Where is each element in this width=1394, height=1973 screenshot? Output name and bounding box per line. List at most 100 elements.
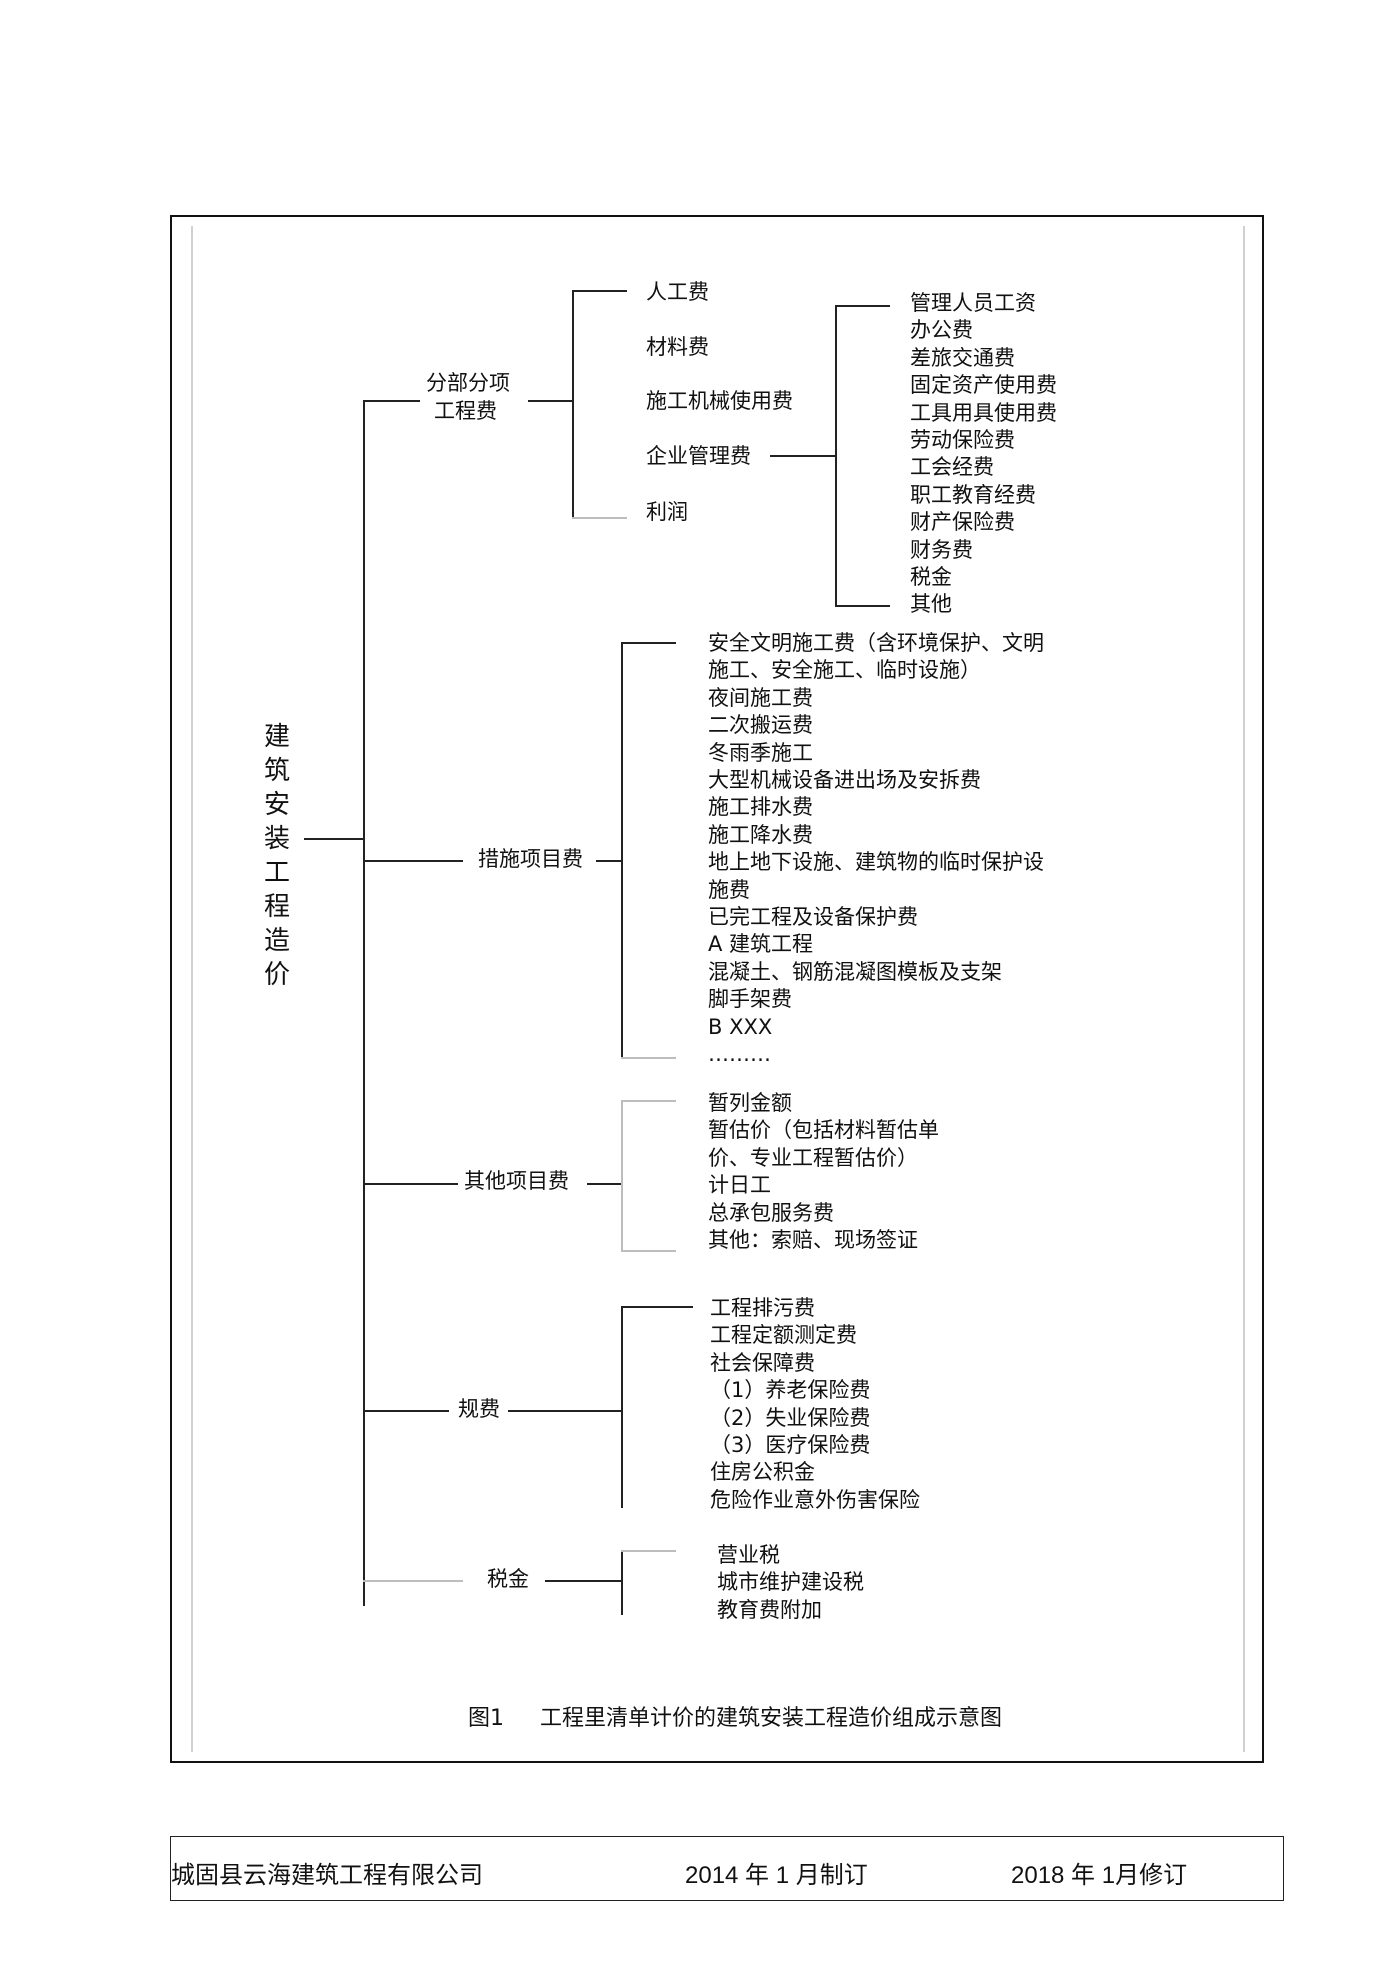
branch1-bottom-tick xyxy=(572,517,627,519)
root-node: 建筑安装工程造价 xyxy=(263,722,290,990)
levy-item: 社会保障费 xyxy=(710,1350,815,1375)
branch5-connector xyxy=(363,1580,463,1582)
mgmt-item: 财产保险费 xyxy=(910,510,1015,535)
main-spine-line xyxy=(363,400,365,1606)
tax-item: 城市维护建设税 xyxy=(717,1570,864,1595)
measure-item: 施工降水费 xyxy=(708,822,813,847)
other-item: 暂估价（包括材料暂估单 xyxy=(708,1118,939,1143)
mgmt-vertical xyxy=(835,305,837,607)
branch1-out-line xyxy=(528,400,572,402)
measure-item: 施工、安全施工、临时设施） xyxy=(708,658,981,683)
branch1-item-management: 企业管理费 xyxy=(646,444,751,468)
branch3-vertical xyxy=(621,1100,623,1252)
measure-item: B XXX xyxy=(708,1014,773,1039)
branch2-connector xyxy=(363,860,463,862)
measure-item: 二次搬运费 xyxy=(708,713,813,738)
figure-caption: 图1 工程里清单计价的建筑安装工程造价组成示意图 xyxy=(468,1700,1038,1732)
other-item: 总承包服务费 xyxy=(708,1200,834,1225)
branch5-top-tick xyxy=(621,1550,676,1552)
measure-item: 已完工程及设备保护费 xyxy=(708,905,918,930)
measure-item: 夜间施工费 xyxy=(708,685,813,710)
footer-revised-date: 2018 年 1月修订 xyxy=(1011,1862,1188,1889)
measure-item: 施费 xyxy=(708,877,750,902)
frame-inner-right-line xyxy=(1243,226,1245,1752)
branch1-vertical xyxy=(572,290,574,519)
branch3-label: 其他项目费 xyxy=(464,1169,569,1193)
branch5-label: 税金 xyxy=(487,1567,529,1591)
measure-item: 施工排水费 xyxy=(708,795,813,820)
levy-item: （1）养老保险费 xyxy=(710,1378,871,1403)
mgmt-item: 其他 xyxy=(910,592,952,617)
measure-item: ……… xyxy=(708,1042,771,1067)
tax-item: 营业税 xyxy=(717,1543,780,1567)
branch1-item-material: 材料费 xyxy=(646,335,709,359)
footer-company: 城固县云海建筑工程有限公司 xyxy=(171,1862,483,1889)
measure-item: 地上地下设施、建筑物的临时保护设 xyxy=(708,850,1044,875)
branch1-label-line1: 分部分项 xyxy=(426,371,510,395)
mgmt-item: 职工教育经费 xyxy=(910,482,1036,507)
branch1-item-machinery: 施工机械使用费 xyxy=(646,389,793,413)
branch2-vertical xyxy=(621,642,623,1059)
branch1-item-labor: 人工费 xyxy=(646,280,709,304)
branch5-vertical xyxy=(621,1550,623,1615)
measure-item: 冬雨季施工 xyxy=(708,740,813,765)
measure-item: A 建筑工程 xyxy=(708,932,814,957)
tax-item: 教育费附加 xyxy=(717,1597,822,1622)
mgmt-item: 工会经费 xyxy=(910,455,994,480)
branch2-label: 措施项目费 xyxy=(478,847,583,871)
branch4-top-tick xyxy=(621,1306,693,1308)
branch2-top-tick xyxy=(621,642,676,644)
figure-frame xyxy=(170,215,1264,1763)
branch1-label-line2: 工程费 xyxy=(434,399,497,423)
measure-item: 大型机械设备进出场及安拆费 xyxy=(708,768,981,793)
levy-item: 工程排污费 xyxy=(710,1296,815,1320)
levy-item: （2）失业保险费 xyxy=(710,1405,871,1430)
branch4-item-list: 工程排污费 工程定额测定费 社会保障费 （1）养老保险费 （2）失业保险费 （3… xyxy=(710,1295,920,1514)
root-connector xyxy=(304,838,364,840)
other-item: 其他：索赔、现场签证 xyxy=(708,1228,918,1253)
mgmt-item: 劳动保险费 xyxy=(910,428,1015,453)
mgmt-item: 财务费 xyxy=(910,537,973,562)
branch3-bottom-tick xyxy=(621,1250,676,1252)
caption-text: 工程里清单计价的建筑安装工程造价组成示意图 xyxy=(540,1706,1003,1731)
measure-item: 安全文明施工费（含环境保护、文明 xyxy=(708,631,1044,655)
mgmt-item: 办公费 xyxy=(910,318,973,343)
branch1-item-profit: 利润 xyxy=(646,500,688,524)
levy-item: （3）医疗保险费 xyxy=(710,1433,871,1458)
mgmt-item: 工具用具使用费 xyxy=(910,400,1057,425)
frame-inner-left-line xyxy=(191,226,193,1752)
levy-item: 工程定额测定费 xyxy=(710,1323,857,1348)
mgmt-item: 税金 xyxy=(910,565,952,590)
branch3-out-line xyxy=(587,1183,623,1185)
branch4-vertical xyxy=(621,1306,623,1508)
branch2-item-list: 安全文明施工费（含环境保护、文明 施工、安全施工、临时设施） 夜间施工费 二次搬… xyxy=(708,630,1044,1069)
branch2-out-line xyxy=(596,860,622,862)
mgmt-item: 固定资产使用费 xyxy=(910,373,1057,398)
page-footer: 城固县云海建筑工程有限公司 2014 年 1 月制订 2018 年 1月修订 xyxy=(170,1836,1284,1901)
branch4-connector xyxy=(363,1410,449,1412)
footer-made-date: 2014 年 1 月制订 xyxy=(685,1862,868,1889)
mgmt-top-tick xyxy=(835,305,890,307)
caption-number: 图1 xyxy=(468,1706,504,1731)
branch1-top-tick xyxy=(572,290,627,292)
measure-item: 混凝土、钢筋混凝图模板及支架 xyxy=(708,959,1002,984)
other-item: 暂列金额 xyxy=(708,1091,792,1115)
mgmt-item: 管理人员工资 xyxy=(910,291,1036,315)
branch5-out-line xyxy=(545,1580,623,1582)
branch2-bottom-tick xyxy=(621,1057,676,1059)
mgmt-item-list: 管理人员工资 办公费 差旅交通费 固定资产使用费 工具用具使用费 劳动保险费 工… xyxy=(910,290,1057,619)
branch4-label: 规费 xyxy=(458,1397,500,1421)
mgmt-connector xyxy=(770,455,835,457)
branch3-top-tick xyxy=(621,1100,676,1102)
branch5-item-list: 营业税 城市维护建设税 教育费附加 xyxy=(717,1542,864,1624)
branch1-connector xyxy=(363,400,420,402)
branch3-connector xyxy=(363,1183,458,1185)
other-item: 价、专业工程暂估价） xyxy=(708,1145,918,1170)
branch4-out-line xyxy=(508,1410,623,1412)
other-item: 计日工 xyxy=(708,1173,771,1198)
mgmt-item: 差旅交通费 xyxy=(910,345,1015,370)
levy-item: 住房公积金 xyxy=(710,1460,815,1485)
branch3-item-list: 暂列金额 暂估价（包括材料暂估单 价、专业工程暂估价） 计日工 总承包服务费 其… xyxy=(708,1090,939,1254)
mgmt-bottom-tick xyxy=(835,605,890,607)
measure-item: 脚手架费 xyxy=(708,987,792,1012)
